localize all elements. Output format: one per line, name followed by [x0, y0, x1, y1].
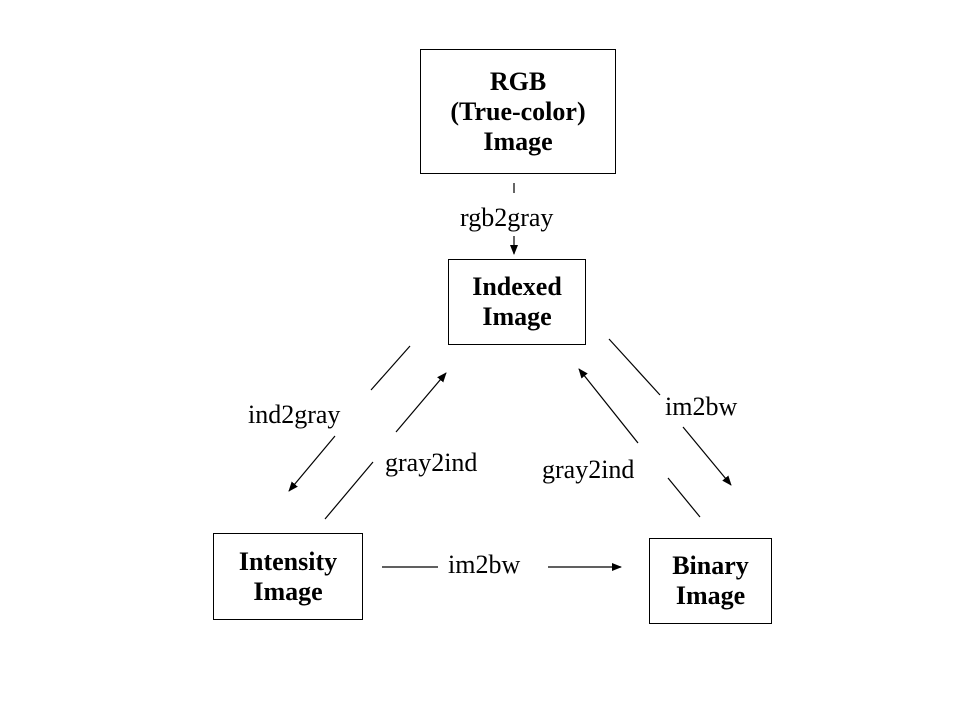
- intensity-image-node: Intensity Image: [213, 533, 363, 620]
- rgb-node-line-3: Image: [483, 126, 553, 156]
- arrow-indexed-to-binary-upper: [608, 338, 661, 396]
- binary-image-node: Binary Image: [649, 538, 772, 624]
- binary-node-line-1: Binary: [672, 551, 749, 580]
- rgb-node-line-1: RGB: [489, 66, 547, 96]
- arrow-binary-to-indexed-lower: [667, 477, 701, 518]
- arrow-intensity-to-indexed: [395, 372, 447, 433]
- indexed-image-node: Indexed Image: [448, 259, 586, 345]
- indexed-node-line-2: Image: [482, 302, 552, 331]
- edge-label-gray2ind-from-intensity: gray2ind: [383, 448, 480, 478]
- indexed-node-line-1: Indexed: [472, 272, 562, 301]
- arrow-indexed-to-intensity: [288, 435, 336, 492]
- arrow-indexed-to-binary: [682, 426, 732, 486]
- edge-label-im2bw-from-indexed: im2bw: [663, 392, 740, 422]
- edge-label-im2bw-from-intensity: im2bw: [446, 550, 523, 580]
- binary-node-line-2: Image: [675, 581, 746, 610]
- intensity-node-line-1: Intensity: [238, 546, 338, 576]
- arrow-intensity-to-indexed-lower: [324, 461, 374, 520]
- edge-label-rgb2gray: rgb2gray: [458, 203, 556, 233]
- edge-label-ind2gray: ind2gray: [246, 400, 343, 430]
- rgb-node-line-2: (True-color): [450, 96, 586, 126]
- intensity-node-line-2: Image: [253, 576, 323, 606]
- rgb-image-node: RGB (True-color) Image: [420, 49, 616, 174]
- arrow-binary-to-indexed: [578, 368, 639, 444]
- edge-label-gray2ind-from-binary: gray2ind: [540, 455, 637, 485]
- arrow-indexed-to-intensity-upper: [370, 345, 411, 391]
